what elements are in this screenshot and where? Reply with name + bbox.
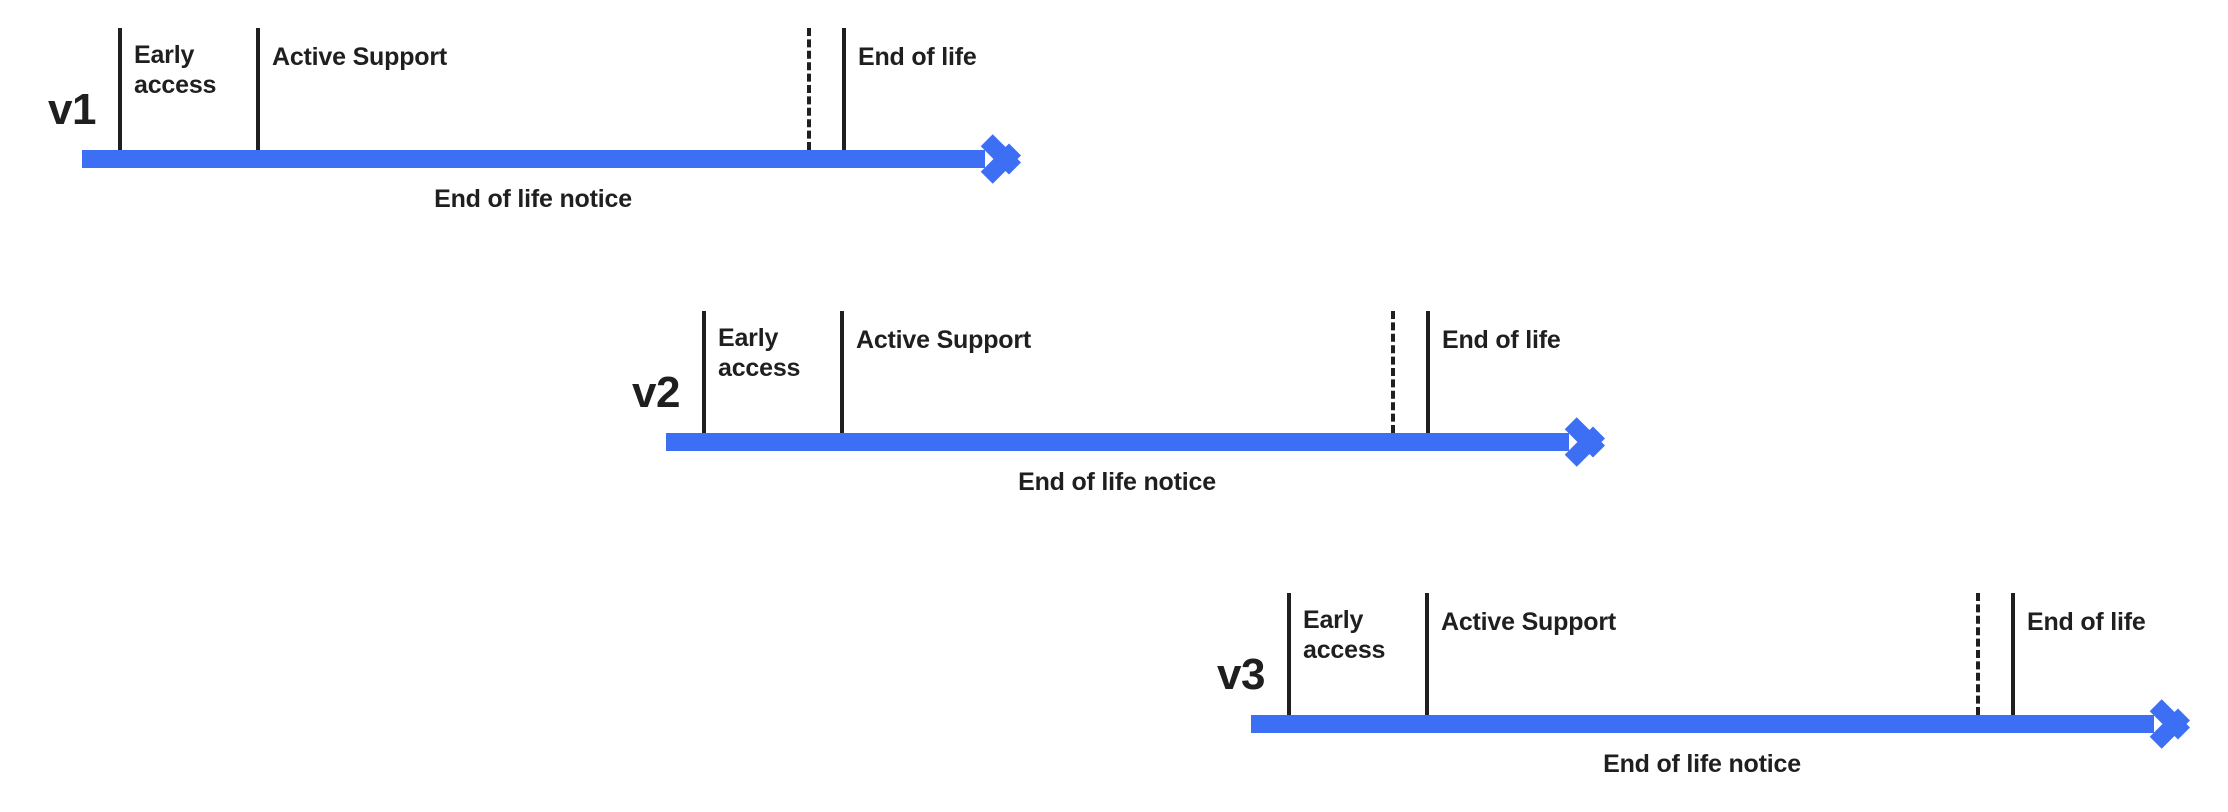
- phase-label-end-of-life-v2: End of life: [1442, 325, 1561, 354]
- tick-active-support-start-v3: [1425, 593, 1429, 715]
- timeline-arrow-v3: [1251, 715, 2184, 733]
- tick-active-support-start-v2: [840, 311, 844, 433]
- phase-label-early-access-v1: Early access: [134, 41, 217, 99]
- timeline-arrow-v1: [82, 150, 1015, 168]
- tick-end-of-life-start-v1: [842, 28, 846, 150]
- tick-active-support-start-v1: [256, 28, 260, 150]
- arrow-head-icon-v1: [975, 139, 1015, 179]
- version-label-v2: v2: [632, 368, 680, 417]
- tick-end-of-life-start-v3: [2011, 593, 2015, 715]
- arrow-shaft-v1: [82, 150, 985, 168]
- arrow-shaft-v3: [1251, 715, 2154, 733]
- timeline-row-v2: v2 Early access Active Support End of li…: [632, 283, 1599, 503]
- phase-label-end-of-life-v3: End of life: [2027, 607, 2146, 636]
- notice-label-v2: End of life notice: [1018, 468, 1216, 496]
- arrow-head-icon-v3: [2144, 704, 2184, 744]
- phase-label-early-access-v3: Early access: [1303, 606, 1386, 664]
- phase-label-active-support-v1: Active Support: [272, 42, 447, 71]
- timeline-arrow-v2: [666, 433, 1599, 451]
- tick-early-access-start-v2: [702, 311, 706, 433]
- tick-end-of-life-start-v2: [1426, 311, 1430, 433]
- arrow-head-icon-v2: [1559, 422, 1599, 462]
- phase-label-end-of-life-v1: End of life: [858, 42, 977, 71]
- tick-end-of-life-notice-v1: [807, 28, 811, 150]
- phase-label-early-access-v2: Early access: [718, 324, 801, 382]
- tick-end-of-life-notice-v2: [1391, 311, 1395, 433]
- tick-early-access-start-v1: [118, 28, 122, 150]
- phase-label-active-support-v2: Active Support: [856, 325, 1031, 354]
- version-label-v3: v3: [1217, 650, 1265, 699]
- tick-early-access-start-v3: [1287, 593, 1291, 715]
- notice-label-v3: End of life notice: [1603, 750, 1801, 778]
- phase-label-active-support-v3: Active Support: [1441, 607, 1616, 636]
- arrow-shaft-v2: [666, 433, 1569, 451]
- timeline-row-v1: v1 Early access Active Support End of li…: [48, 0, 1015, 220]
- timeline-row-v3: v3 Early access Active Support End of li…: [1217, 565, 2184, 785]
- version-label-v1: v1: [48, 85, 96, 134]
- notice-label-v1: End of life notice: [434, 185, 632, 213]
- tick-end-of-life-notice-v3: [1976, 593, 1980, 715]
